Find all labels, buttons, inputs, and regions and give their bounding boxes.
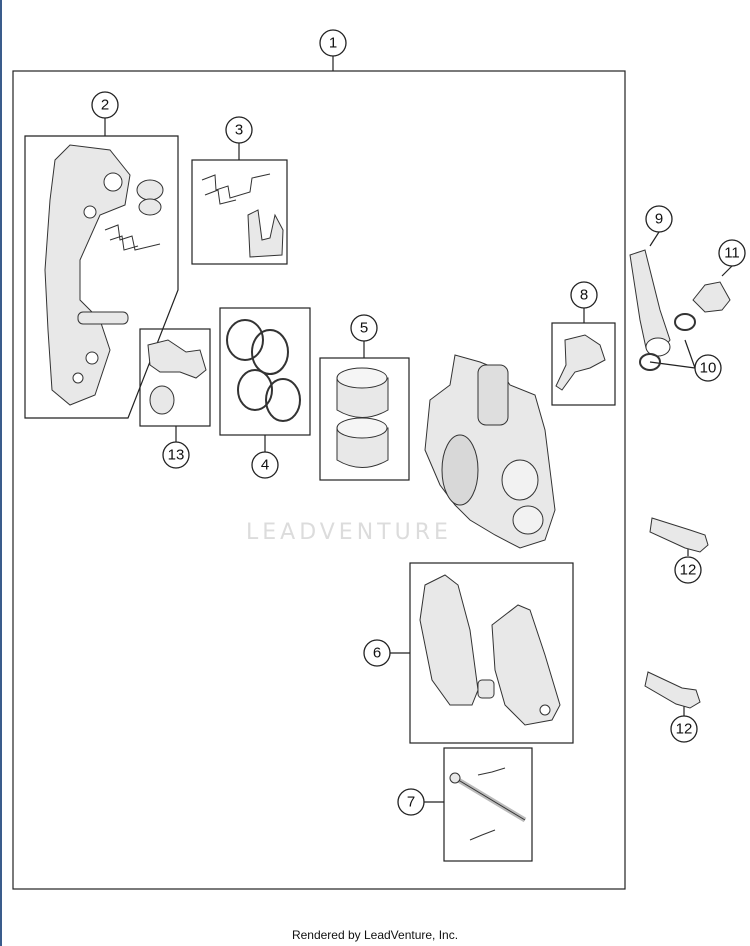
callout-9[interactable]: 9 xyxy=(655,211,663,228)
brake-pad-left xyxy=(419,574,479,706)
callout-4-circle xyxy=(251,451,279,479)
callout-3[interactable]: 3 xyxy=(235,122,243,139)
callout-5-circle xyxy=(350,314,378,342)
box-seals xyxy=(219,307,311,436)
callout-13-circle xyxy=(162,441,190,469)
callout-6-circle xyxy=(363,639,391,667)
assembly-frame xyxy=(12,70,626,890)
callout-10[interactable]: 10 xyxy=(700,360,717,377)
callout-11-circle xyxy=(718,239,746,267)
callout-3-circle xyxy=(225,116,253,144)
callout-8-circle xyxy=(570,281,598,309)
callout-6[interactable]: 6 xyxy=(373,645,381,662)
callout-2[interactable]: 2 xyxy=(101,97,109,114)
box-pin-kit xyxy=(443,747,533,862)
callout-12b[interactable]: 12 xyxy=(676,721,693,738)
callout-10-circle xyxy=(694,354,722,382)
footer-credit: Rendered by LeadVenture, Inc. xyxy=(291,928,459,942)
brake-pad-right xyxy=(491,604,561,726)
box-bolts xyxy=(139,328,211,427)
callout-12a-circle xyxy=(674,556,702,584)
callout-4[interactable]: 4 xyxy=(261,457,269,474)
callout-7-circle xyxy=(397,788,425,816)
callout-1-circle xyxy=(319,29,347,57)
callout-5[interactable]: 5 xyxy=(360,320,368,337)
window-left-edge xyxy=(0,0,2,946)
callout-12a[interactable]: 12 xyxy=(680,562,697,579)
callout-12b-circle xyxy=(670,715,698,743)
callout-8[interactable]: 8 xyxy=(580,287,588,304)
callout-7[interactable]: 7 xyxy=(407,794,415,811)
callout-9-circle xyxy=(645,205,673,233)
watermark: LEADVENTURE xyxy=(246,520,452,545)
callout-1[interactable]: 1 xyxy=(329,35,337,52)
callout-2-circle xyxy=(91,91,119,119)
callout-13[interactable]: 13 xyxy=(168,447,185,464)
callout-11[interactable]: 11 xyxy=(724,245,740,262)
